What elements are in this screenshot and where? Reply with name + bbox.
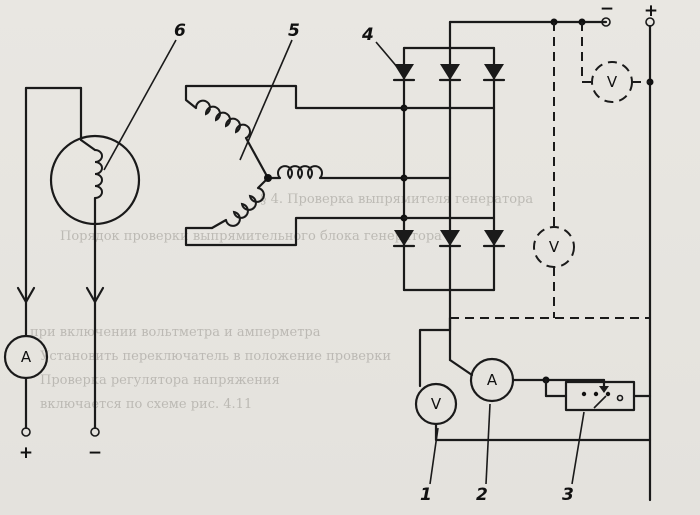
phase-lead-a xyxy=(184,84,406,110)
bg-text-line: Установить переключатель в положение про… xyxy=(40,349,391,364)
rotor-excitation-circle xyxy=(49,134,141,226)
terminal-plus-bottom-label: + xyxy=(19,443,33,463)
terminal-plus-bottom xyxy=(21,427,31,437)
voltmeter-middle-label: V xyxy=(549,238,560,256)
output-circuit: − + V V A V xyxy=(414,0,658,505)
diode-lower-2 xyxy=(440,230,460,246)
ammeter-left xyxy=(3,334,49,380)
arrow-brush-left xyxy=(16,286,36,304)
wire-rotor-in xyxy=(79,138,97,152)
upper-diodes xyxy=(392,64,506,82)
diode-lower-3 xyxy=(484,230,504,246)
diode-lower-1 xyxy=(394,230,414,246)
lower-diodes xyxy=(392,230,506,248)
terminal-plus-top-label: + xyxy=(644,1,658,21)
callout-4-leader xyxy=(375,41,399,69)
diode-upper-3 xyxy=(484,64,504,80)
terminal-minus-top-label: − xyxy=(600,0,614,19)
callout-2: 2 xyxy=(476,485,488,505)
rectifier-bridge: 4 xyxy=(361,20,506,292)
diode-upper-1 xyxy=(394,64,414,80)
ammeter-bottom-label: A xyxy=(487,371,498,389)
stator-coil-right xyxy=(277,165,323,180)
wire-star-lower-out xyxy=(210,218,228,230)
terminal-minus-top xyxy=(601,17,611,27)
rotor-winding-coil xyxy=(94,149,103,199)
phase-lead-c xyxy=(184,216,406,247)
callout-5-leader xyxy=(239,39,293,161)
callout-5: 5 xyxy=(288,21,300,41)
bg-text-line: § 4. Проверка выпрямителя генератора xyxy=(260,192,533,207)
wire-voltmeter-return xyxy=(434,422,652,442)
terminal-minus-bottom xyxy=(90,427,100,437)
callout-6-leader xyxy=(103,39,177,171)
background-text-layer: § 4. Проверка выпрямителя генератора Пор… xyxy=(30,192,533,412)
bg-text-line: при включении вольтметра и амперметра xyxy=(30,325,321,340)
stator-coil-lower xyxy=(225,187,265,227)
callout-1-leader xyxy=(429,427,439,485)
bg-text-line: Порядок проверки выпрямительного блока г… xyxy=(60,229,442,244)
arrow-brush-right xyxy=(85,286,105,304)
excitation-circuit: A + − 6 xyxy=(3,21,186,463)
diode-upper-2 xyxy=(440,64,460,80)
callout-2-leader xyxy=(485,403,491,485)
terminal-minus-bottom-label: − xyxy=(88,443,102,463)
voltmeter-top-label: V xyxy=(607,73,618,91)
stator-coil-upper xyxy=(194,99,251,139)
wire-star-upper xyxy=(244,136,270,180)
callout-1: 1 xyxy=(420,485,432,505)
star-point xyxy=(264,174,272,182)
stator-winding: 5 xyxy=(184,21,406,247)
callout-3: 3 xyxy=(562,485,574,505)
callout-4: 4 xyxy=(361,25,374,45)
voltmeter-bottom-label: V xyxy=(431,395,442,413)
callout-3-leader xyxy=(571,411,585,485)
bg-text-line: включается по схеме рис. 4.11 xyxy=(40,397,252,412)
callout-6: 6 xyxy=(174,21,186,41)
ammeter-left-label: A xyxy=(21,348,32,366)
bg-text-line: Проверка регулятора напряжения xyxy=(40,373,280,388)
rheostat-slider-arrow xyxy=(599,386,609,393)
